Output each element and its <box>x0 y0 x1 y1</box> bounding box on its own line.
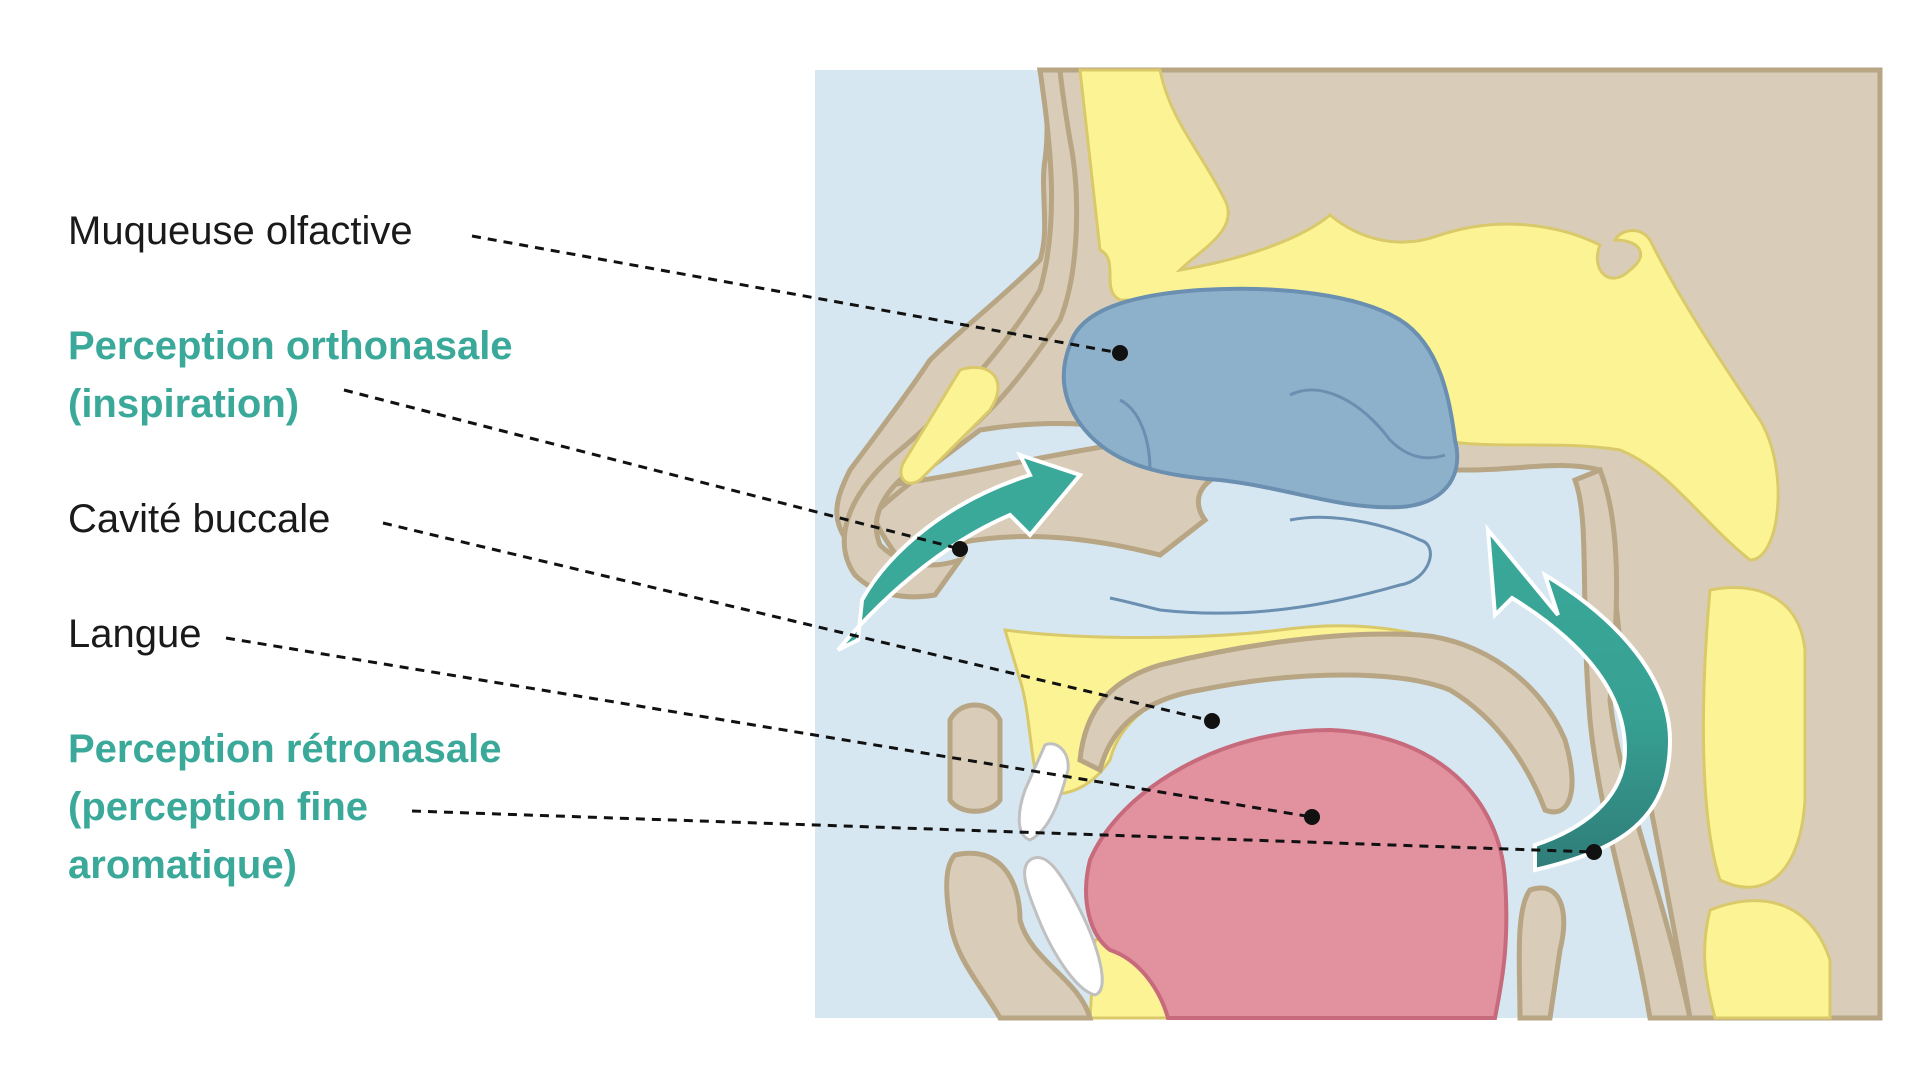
tongue-shape <box>1084 727 1509 1020</box>
leader-line-muqueuse <box>471 234 1121 355</box>
label-langue: Langue <box>68 605 201 663</box>
leader-line-orthonasale <box>343 388 961 551</box>
olfactive-mucosa <box>1061 286 1460 510</box>
leader-lines <box>225 234 1595 854</box>
label-perception-retronasale: Perception rétronasale (perception fine … <box>68 720 502 894</box>
dot-langue <box>1304 809 1320 825</box>
label-text: Muqueuse olfactive <box>68 209 413 253</box>
spine-bone-lower <box>1703 899 1832 1020</box>
lower-tooth <box>1023 856 1104 997</box>
leader-line-cavite <box>382 521 1213 723</box>
upper-tooth <box>1017 742 1070 842</box>
epiglottis <box>1516 885 1567 1021</box>
orthonasal-arrow <box>836 451 1084 652</box>
label-line: (inspiration) <box>68 382 300 426</box>
turbinate-line-2 <box>1119 398 1152 471</box>
nasal-bone <box>899 365 1000 485</box>
retronasal-arrow <box>1485 523 1673 873</box>
lower-lip <box>944 850 1094 1021</box>
dot-retronasale <box>1586 844 1602 860</box>
dot-orthonasale <box>952 541 968 557</box>
leader-line-langue <box>225 636 1313 819</box>
label-text: Langue <box>68 612 202 656</box>
label-line: aromatique) <box>68 843 297 887</box>
leader-dots <box>952 345 1602 860</box>
spine-bone-upper <box>1701 586 1807 889</box>
turbinate-line-1 <box>1109 515 1432 615</box>
label-line: Perception orthonasale <box>68 324 513 368</box>
dot-muqueuse <box>1112 345 1128 361</box>
dot-cavite <box>1204 713 1220 729</box>
soft-palate <box>1077 631 1575 815</box>
label-text: Cavité buccale <box>68 497 331 541</box>
label-muqueuse-olfactive: Muqueuse olfactive <box>68 202 413 260</box>
label-perception-orthonasale: Perception orthonasale (inspiration) <box>68 317 513 433</box>
label-cavite-buccale: Cavité buccale <box>68 490 330 548</box>
label-line: (perception fine <box>68 785 369 829</box>
leader-line-retronasale <box>411 809 1595 854</box>
turbinate-line-3 <box>1289 388 1446 460</box>
label-line: Perception rétronasale <box>68 727 502 771</box>
upper-lip <box>947 702 1003 814</box>
